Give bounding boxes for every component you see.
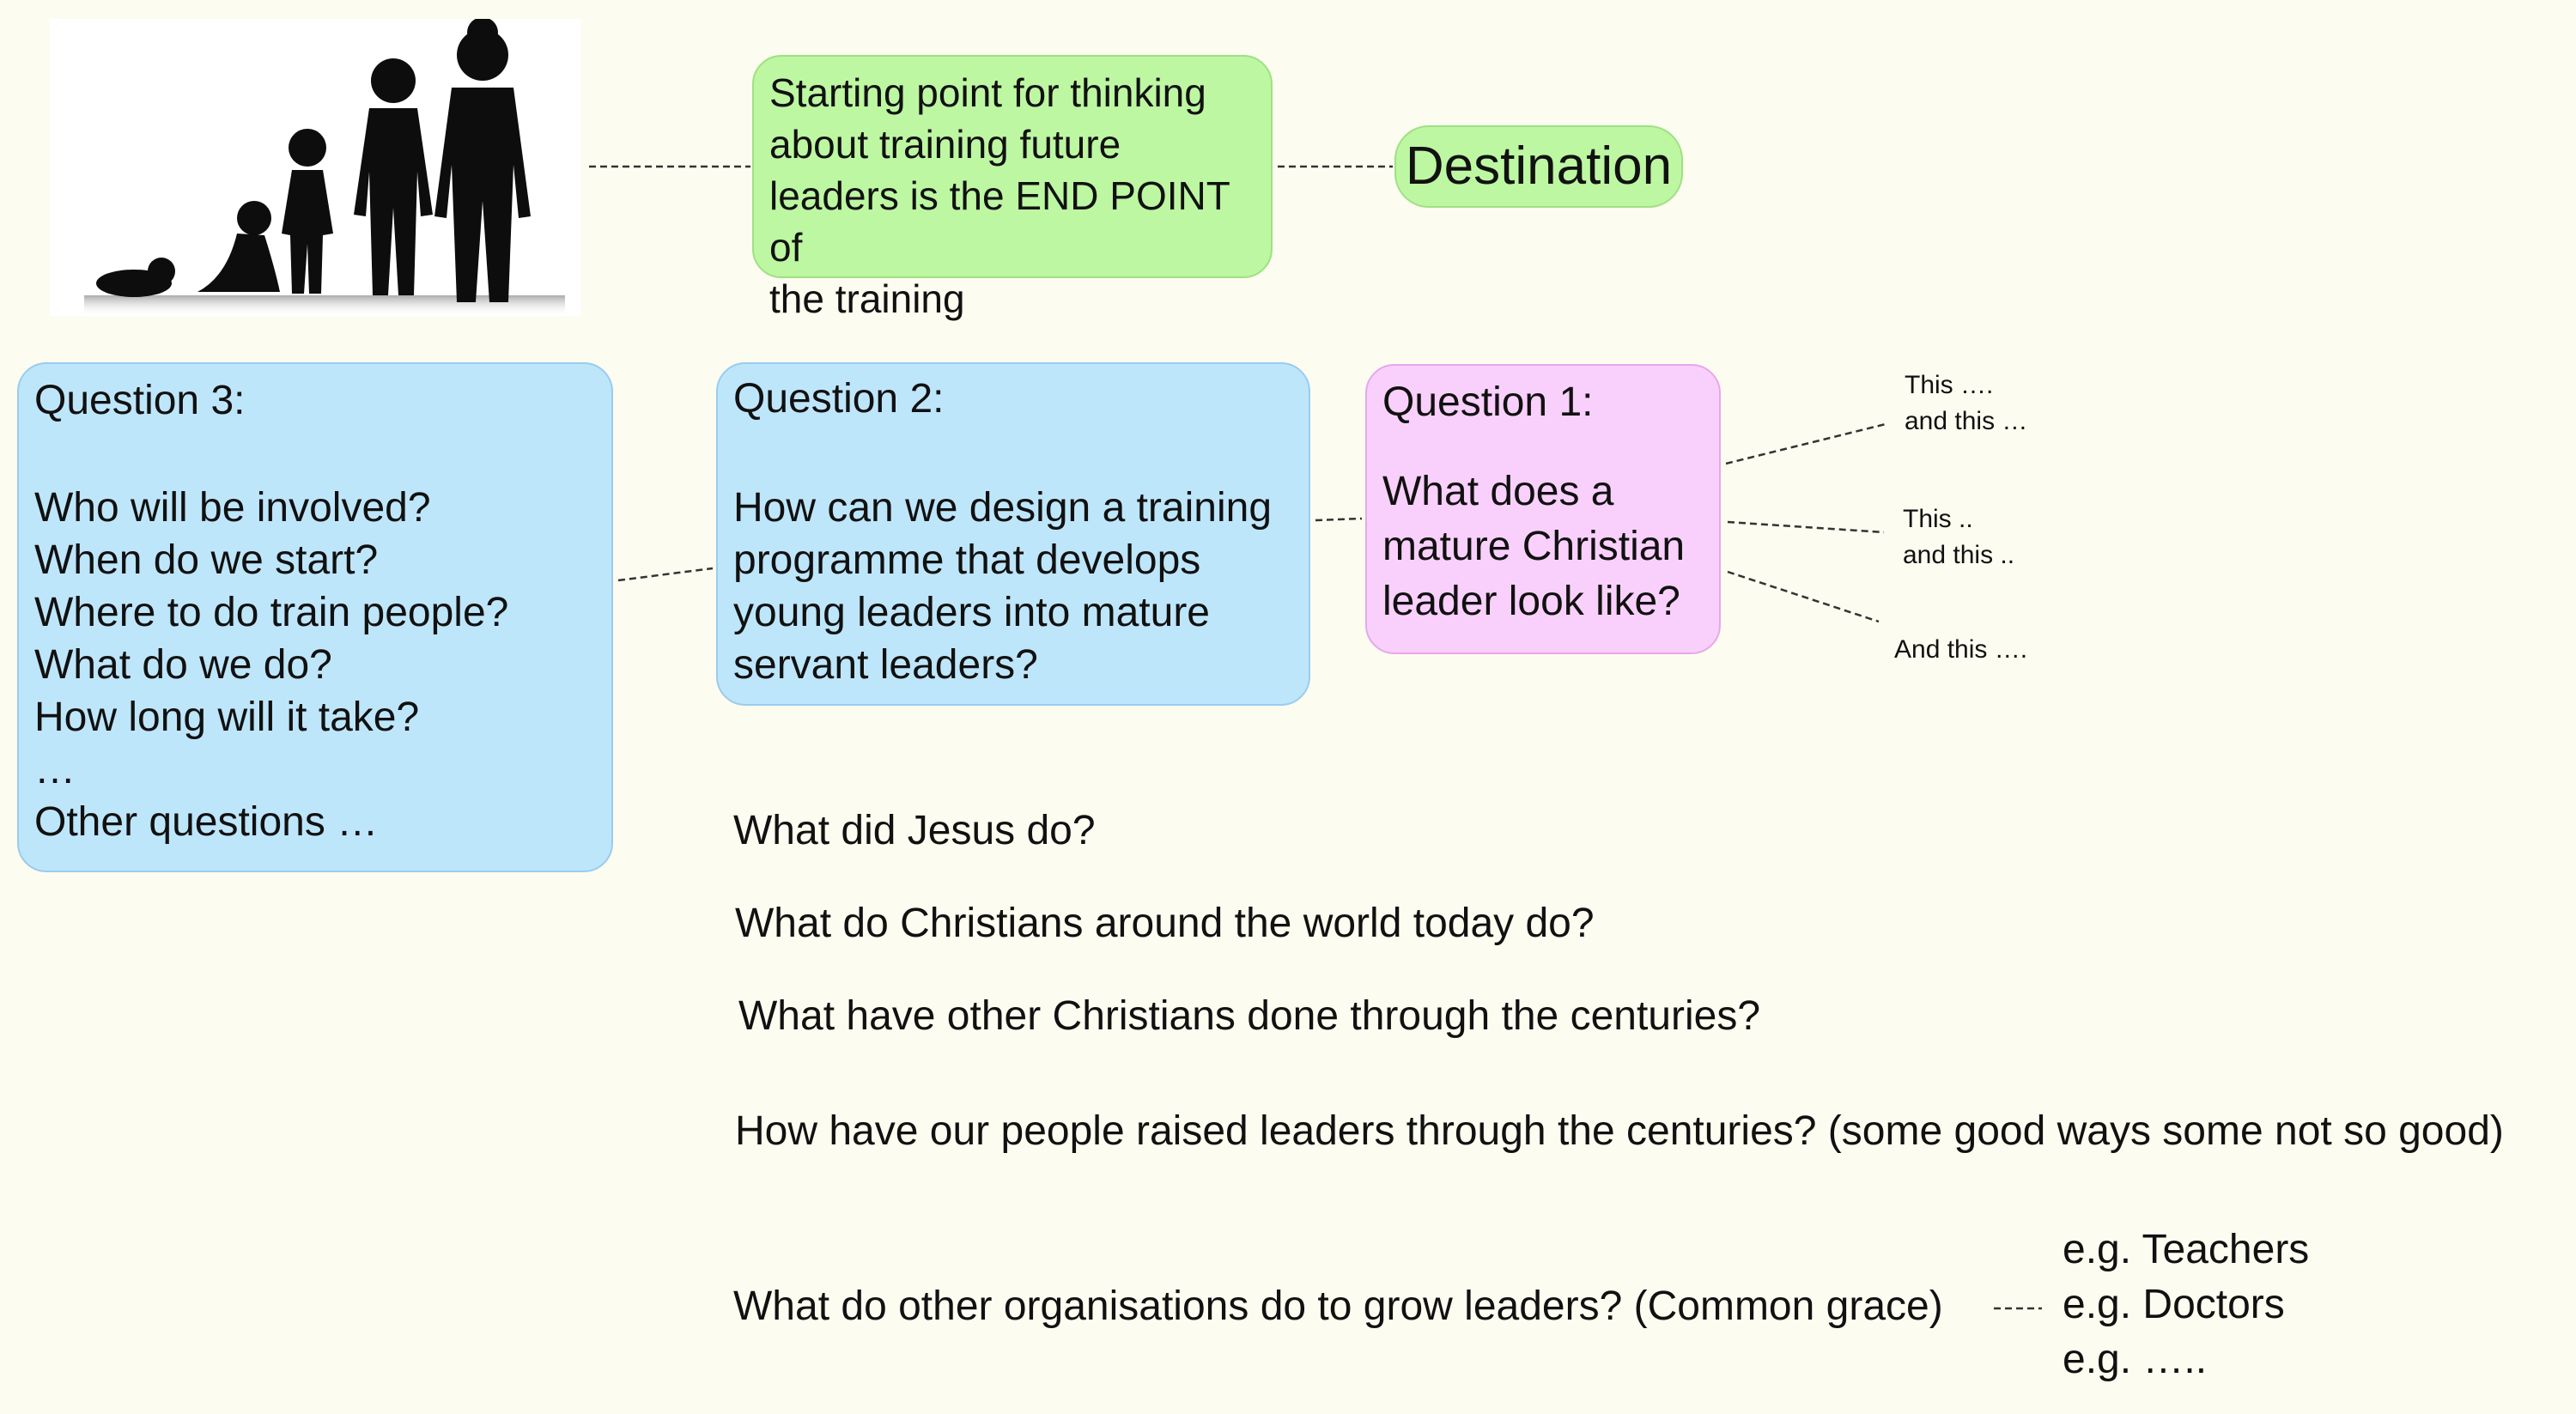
example-item: e.g. Doctors xyxy=(2063,1282,2285,1327)
source-other-organisations: What do other organisations do to grow l… xyxy=(733,1284,1943,1329)
example-item: e.g. Teachers xyxy=(2063,1227,2310,1272)
source-christians-centuries: What have other Christians done through … xyxy=(738,993,1761,1039)
question-3-body: Who will be involved? When do we start? … xyxy=(34,485,509,845)
destination-node: Destination xyxy=(1394,125,1683,208)
starting-point-node: Starting point for thinking about traini… xyxy=(752,55,1273,321)
source-christians-today: What do Christians around the world toda… xyxy=(735,901,1595,946)
question-1-box: Question 1: What does a mature Christian… xyxy=(1365,364,1721,654)
aspect-3: And this …. xyxy=(1894,635,2028,664)
examples-list: e.g. Teachers e.g. Doctors e.g. ….. xyxy=(2063,1223,2309,1387)
question-1-heading: Question 1: xyxy=(1382,379,1594,425)
question-1-body: What does a mature Christian leader look… xyxy=(1382,469,1686,624)
aspect-2: This .. and this .. xyxy=(1903,505,2015,569)
human-growth-icon xyxy=(84,17,565,316)
source-our-people: How have our people raised leaders throu… xyxy=(735,1108,2504,1154)
connector-q1-to-aspect-2 xyxy=(1727,520,1885,534)
question-3-box: Question 3: Who will be involved? When d… xyxy=(17,362,613,872)
destination-label: Destination xyxy=(1405,137,1673,196)
question-2-body: How can we design a training programme t… xyxy=(733,485,1273,688)
connector-q1-to-aspect-3 xyxy=(1727,570,1880,623)
connector-q3-to-q2 xyxy=(617,567,714,582)
source-jesus: What did Jesus do? xyxy=(733,808,1096,853)
connector-q1-to-aspect-1 xyxy=(1725,422,1886,465)
question-3-heading: Question 3: xyxy=(34,378,246,423)
example-item: e.g. ….. xyxy=(2063,1337,2208,1382)
question-2-heading: Question 2: xyxy=(733,376,945,422)
connector-q2-to-q1 xyxy=(1315,517,1363,522)
starting-point-text: Starting point for thinking about traini… xyxy=(769,70,1230,321)
question-2-box: Question 2: How can we design a training… xyxy=(716,362,1310,706)
aspect-1: This …. and this … xyxy=(1905,371,2028,435)
growth-silhouettes-image xyxy=(50,17,580,316)
